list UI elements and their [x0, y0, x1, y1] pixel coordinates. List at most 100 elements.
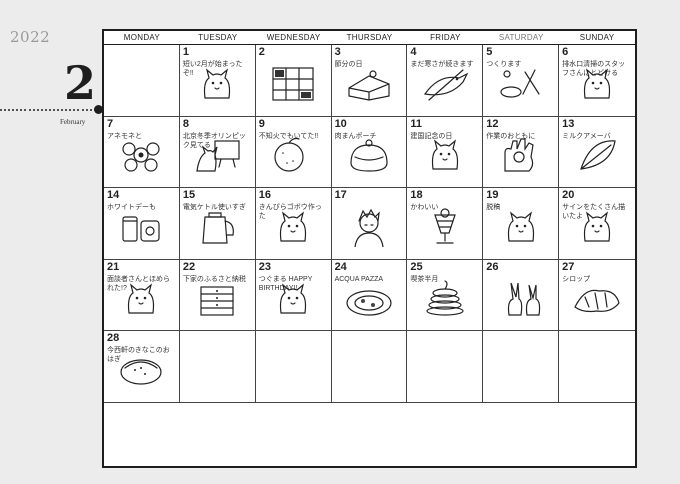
day-number: 18 [410, 189, 423, 202]
orange-icon [267, 135, 319, 175]
weekday-thursday: THURSDAY [346, 33, 393, 42]
flower-icon [115, 135, 167, 175]
day-note: 建国記念の日 [410, 132, 453, 140]
day-note: かわいい [410, 204, 439, 212]
day-note: 面談者さんとほめられた!? [107, 275, 170, 292]
tv-icon [191, 135, 243, 175]
grid-icon [267, 64, 319, 104]
day-number: 19 [486, 189, 499, 202]
box-icon [191, 279, 243, 319]
cat-icon [419, 135, 471, 175]
cat-icon [115, 279, 167, 319]
day-number: 14 [107, 189, 120, 202]
day-number: 28 [107, 332, 120, 345]
day-note: 北京冬季オリンピック見てる [182, 132, 246, 149]
kettle-icon [191, 207, 243, 247]
day-number: 2 [258, 46, 265, 58]
day-number: 11 [410, 117, 423, 130]
day-number: 1 [182, 46, 189, 58]
weekday-sunday: SUNDAY [579, 33, 615, 42]
day-note: つくります [486, 61, 522, 68]
cat-icon [571, 207, 623, 247]
weekday-monday: MONDAY [123, 33, 161, 42]
cat-icon [495, 207, 547, 247]
month-number: 2 [64, 56, 97, 110]
day-number: 17 [334, 189, 347, 202]
day-note: シロップ [562, 275, 591, 283]
day-note: 喫茶半月 [410, 275, 439, 283]
cake-icon [343, 64, 395, 104]
day-number: 13 [562, 117, 575, 130]
month-name: February [60, 118, 86, 126]
day-number: 24 [334, 260, 347, 273]
day-note: 不知火でもいてた!! [258, 132, 319, 140]
day-note: ミルクアメーバ [562, 132, 611, 140]
day-cell-23: 23 つぐまる HAPPY BIRTHDAY!! [255, 259, 332, 332]
parfait-icon [419, 207, 471, 247]
day-number: 3 [334, 46, 341, 58]
day-cell-21: 21 面談者さんとほめられた!? [104, 259, 180, 332]
day-number: 5 [486, 46, 493, 58]
day-cell-13: 13 ミルクアメーバ [559, 117, 635, 189]
day-cell-14: 14 ホワイトデーも [104, 188, 180, 260]
day-cell-27: 27 シロップ [559, 260, 635, 332]
empty-day-cell [483, 331, 560, 403]
jar-icon [115, 207, 167, 247]
day-note: 脱稿 [486, 204, 501, 212]
day-number: 21 [107, 260, 120, 273]
day-number: 27 [562, 260, 575, 273]
mochi-icon [115, 350, 167, 390]
weekday-header: MONDAY TUESDAY WEDNESDAY THURSDAY FRIDAY… [104, 31, 635, 45]
day-note: ホワイトデーも [107, 204, 156, 212]
rabbit-icon [495, 279, 547, 319]
day-cell-26: 26 [483, 259, 560, 332]
cat-icon [267, 207, 319, 247]
day-number: 6 [562, 46, 569, 58]
day-number: 26 [486, 260, 499, 273]
day-number: 10 [334, 117, 347, 130]
day-note: アネモネと [107, 132, 142, 140]
tools-icon [495, 64, 547, 104]
day-cell-11: 11 建国記念の日 [407, 116, 484, 189]
day-cell-3: 3 節分の日 [331, 45, 408, 117]
calendar-grid: MONDAY TUESDAY WEDNESDAY THURSDAY FRIDAY… [102, 29, 637, 468]
day-number: 23 [258, 260, 271, 273]
day-number: 4 [410, 46, 417, 58]
empty-day-cell [559, 331, 635, 403]
bird-icon [419, 64, 471, 104]
day-number: 8 [182, 117, 189, 130]
day-number: 20 [562, 189, 575, 202]
cat-icon [571, 64, 623, 104]
empty-day-cell [331, 331, 408, 403]
empty-day-cell [407, 331, 484, 403]
day-cell-5: 5 つくります [483, 45, 560, 117]
dotted-rule [0, 108, 96, 112]
day-note: つぐまる HAPPY BIRTHDAY!! [258, 275, 313, 292]
day-note: まだ寒さが続きます [410, 61, 474, 68]
day-note: 下家のふるさと納税 [182, 275, 246, 283]
bread-icon [571, 279, 623, 319]
pouch-icon [343, 135, 395, 175]
empty-day-cell [104, 45, 180, 117]
day-number: 12 [486, 117, 499, 130]
day-cell-20: 20 サインをたくさん描いたよ [559, 188, 635, 260]
weekday-tuesday: TUESDAY [198, 33, 238, 42]
day-cell-17: 17 [331, 188, 408, 260]
empty-day-cell [255, 331, 332, 403]
cat-icon [267, 279, 319, 319]
day-number: 22 [182, 260, 196, 273]
weekday-wednesday: WEDNESDAY [266, 33, 321, 42]
day-note: 節分の日 [334, 61, 363, 68]
day-cell-18: 18 かわいい [407, 188, 484, 260]
day-number: 25 [410, 260, 423, 273]
plate-icon [343, 279, 395, 319]
bullet-dot [94, 105, 103, 114]
day-note: サインをたくさん描いたよ [562, 204, 626, 221]
